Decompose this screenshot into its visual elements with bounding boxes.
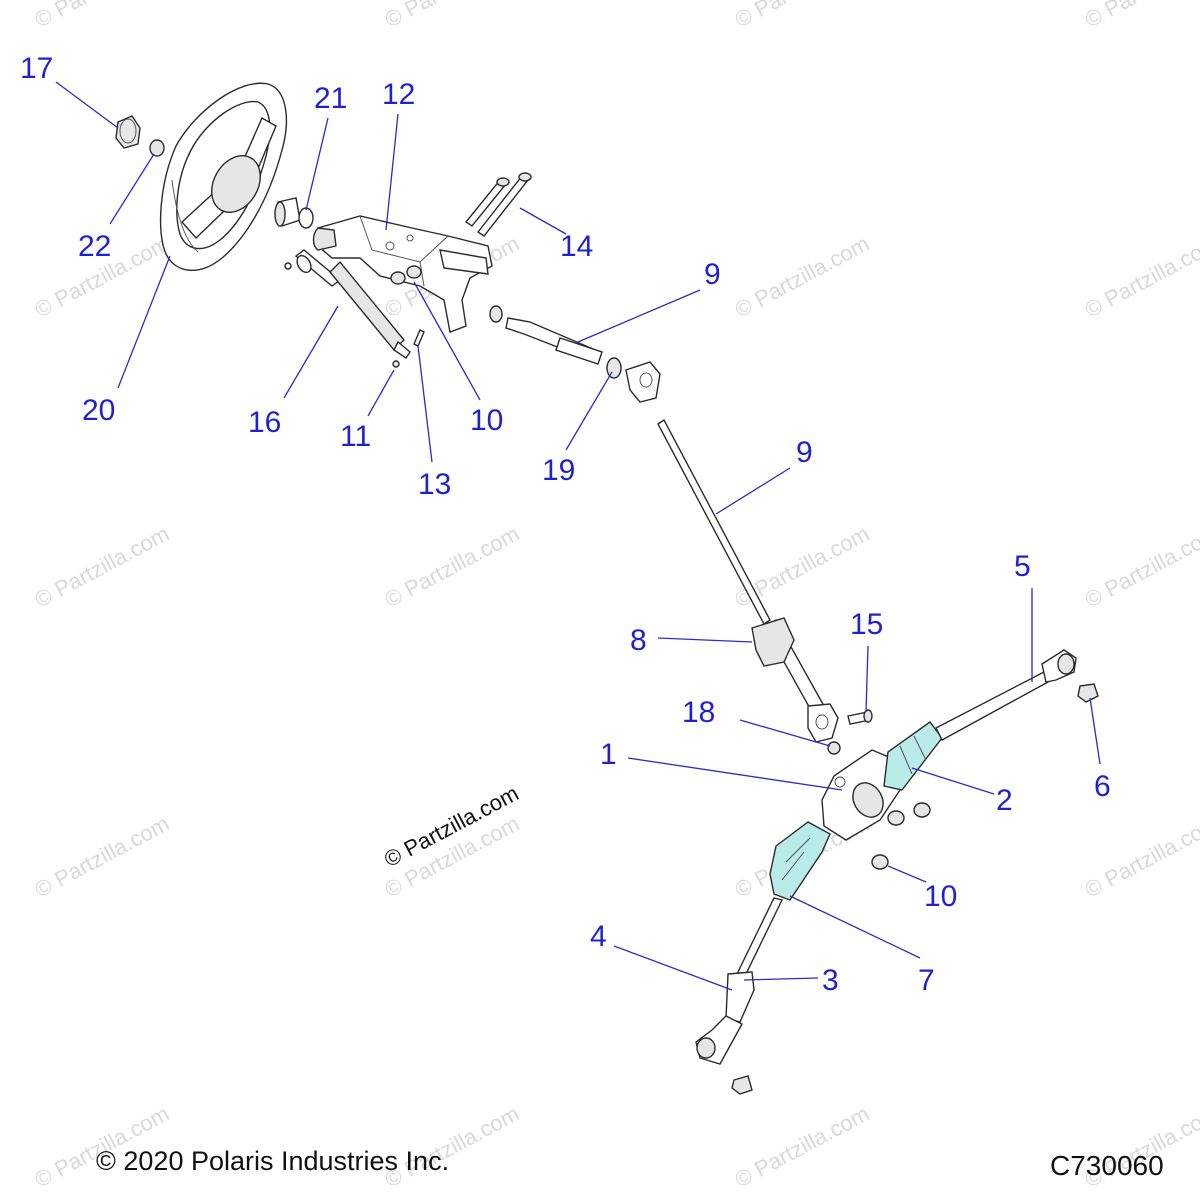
callout-10-upper: 10	[470, 404, 503, 437]
watermark: © Partzilla.com	[1081, 521, 1200, 613]
diagram-code: C730060	[1050, 1150, 1164, 1181]
callout-1: 1	[600, 738, 617, 771]
callout-9-lower: 9	[796, 436, 813, 469]
part-12-column-bracket	[312, 215, 493, 333]
watermark: © Partzilla.com	[381, 0, 524, 32]
callout-4: 4	[590, 920, 607, 953]
leader-lines	[55, 81, 1101, 991]
rod-end-nut	[731, 1075, 753, 1095]
part-22-nut	[149, 139, 165, 157]
part-7-boot-left	[769, 821, 831, 901]
part-9-upper-shaft	[489, 305, 603, 365]
part-14-bolts	[464, 172, 532, 237]
part-18-nut	[827, 741, 841, 755]
part-4-rod-end	[695, 1015, 743, 1065]
watermark: © Partzilla.com	[31, 811, 174, 903]
callout-9-upper: 9	[704, 258, 721, 291]
part-1-rack-housing	[821, 749, 901, 841]
watermark: © Partzilla.com	[31, 0, 174, 32]
part-5-tie-rod-right	[935, 649, 1077, 741]
watermark: © Partzilla.com	[731, 0, 874, 32]
watermark: © Partzilla.com	[31, 521, 174, 613]
part-10-nuts-upper	[390, 265, 422, 285]
callout-7: 7	[918, 964, 935, 997]
callout-19: 19	[542, 454, 575, 487]
part-11-pin	[392, 360, 400, 368]
callouts: 17 22 20 21 12 14 16 11 13 10 9 19 9 8 1…	[20, 52, 1111, 997]
part-16-gas-strut	[284, 249, 411, 359]
callout-18: 18	[682, 696, 715, 729]
callout-13: 13	[418, 468, 451, 501]
watermark: © Partzilla.com	[1081, 231, 1200, 323]
part-3-tie-rod-left	[725, 897, 784, 1023]
part-13-bolt	[413, 329, 425, 347]
part-6-nut	[1077, 683, 1099, 703]
watermark: © Partzilla.com	[1081, 811, 1200, 903]
watermark: © Partzilla.com	[1081, 0, 1200, 32]
part-8-boot	[751, 617, 795, 667]
callout-22: 22	[78, 230, 111, 263]
callout-12: 12	[382, 78, 415, 111]
callout-15: 15	[850, 608, 883, 641]
callout-3: 3	[822, 964, 839, 997]
part-20-steering-wheel	[159, 82, 287, 272]
callout-21: 21	[314, 82, 347, 115]
watermark: © Partzilla.com	[731, 231, 874, 323]
watermark: © Partzilla.com	[731, 1101, 874, 1193]
watermark: © Partzilla.com	[381, 521, 524, 613]
part-15-bolt	[847, 709, 873, 725]
part-19-bearing	[606, 357, 622, 379]
callout-11: 11	[340, 420, 371, 453]
part-2-boot-right	[883, 721, 943, 791]
callout-8: 8	[630, 624, 647, 657]
lower-u-joint	[807, 703, 839, 743]
callout-16: 16	[248, 406, 281, 439]
copyright-notice: © 2020 Polaris Industries Inc.	[96, 1146, 450, 1176]
callout-20: 20	[82, 394, 115, 427]
callout-2: 2	[996, 784, 1013, 817]
callout-14: 14	[560, 230, 593, 263]
callout-6: 6	[1094, 770, 1111, 803]
callout-5: 5	[1014, 550, 1031, 583]
callout-10-lower: 10	[924, 880, 957, 913]
part-10-nuts-lower	[871, 802, 931, 870]
part-17-wheel-cap	[115, 115, 141, 149]
upper-u-joint	[625, 361, 661, 403]
callout-17: 17	[20, 52, 53, 85]
